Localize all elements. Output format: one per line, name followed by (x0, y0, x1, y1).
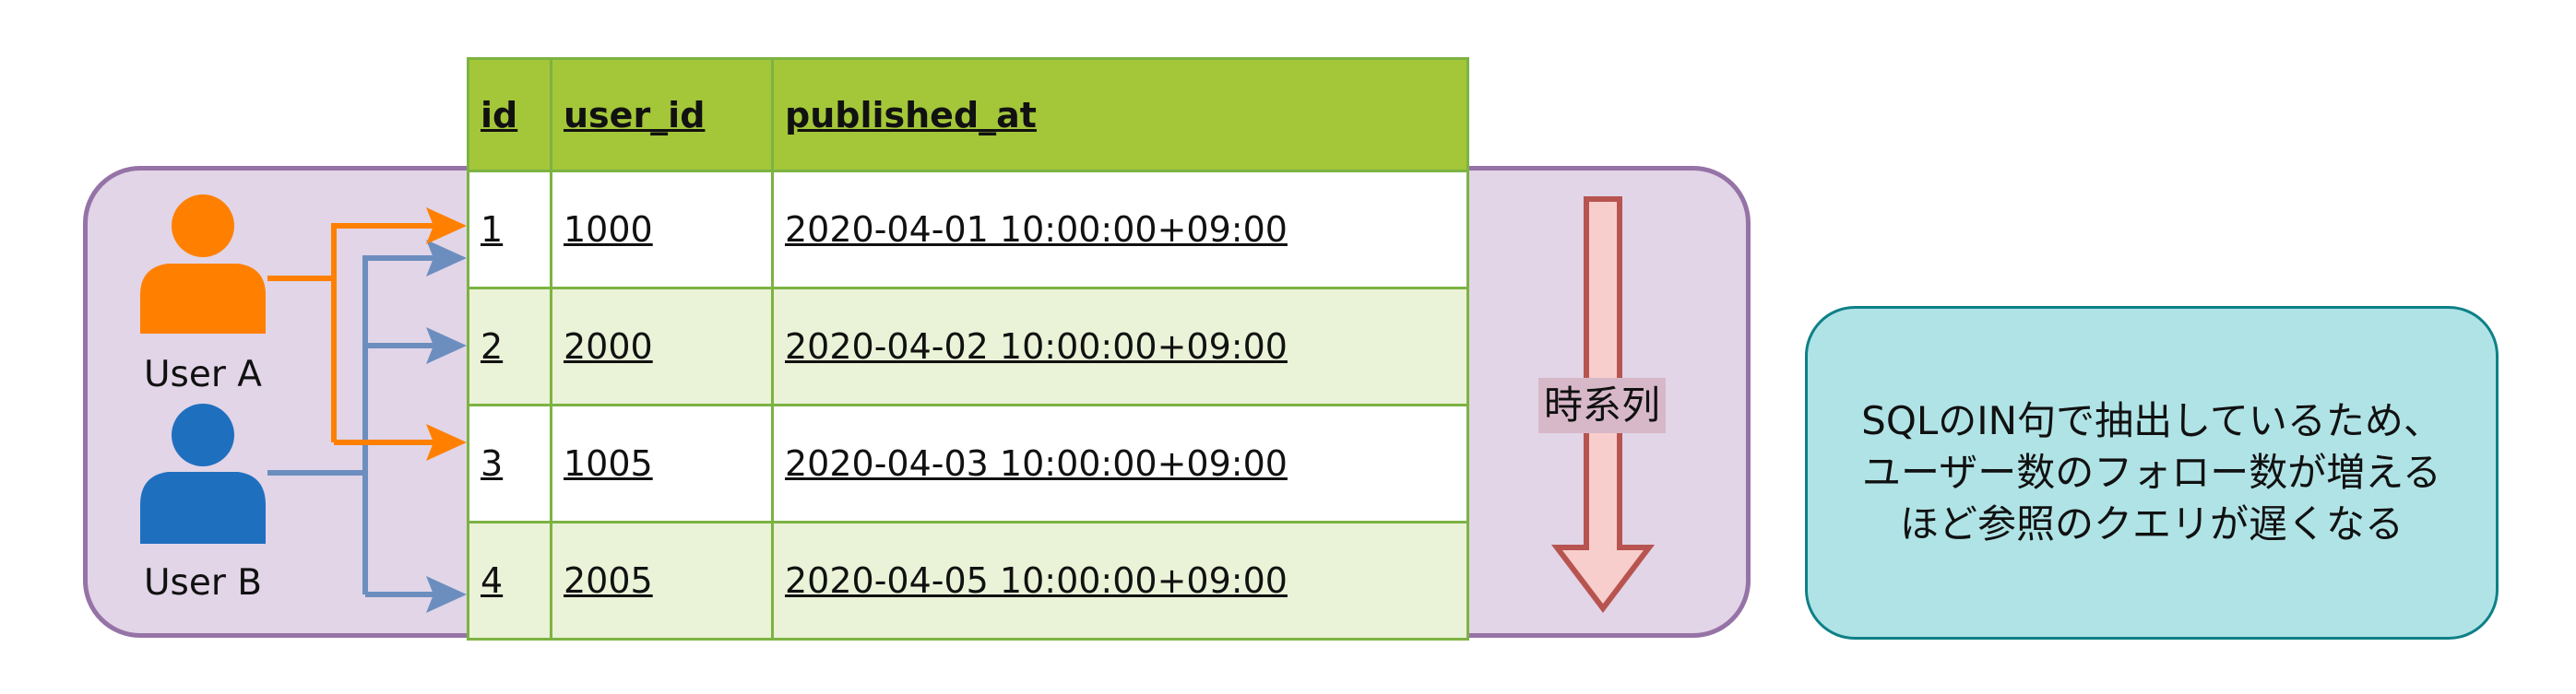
cell-id: 2 (467, 287, 552, 406)
note-line: ユーザー数のフォロー数が増える (1862, 450, 2441, 495)
user-b-icon (140, 404, 266, 544)
cell-user-id: 2005 (550, 521, 774, 641)
table-row: 2 2000 2020-04-02 10:00:00+09:00 (467, 287, 1469, 406)
column-header-user-id: user_id (550, 57, 774, 172)
column-header-published-at: published_at (771, 57, 1469, 172)
user-a-arrows (267, 223, 452, 445)
note-box: SQLのIN句で抽出しているため、 ユーザー数のフォロー数が増える ほど参照のク… (1805, 306, 2499, 640)
cell-id: 1 (467, 170, 552, 289)
note-line: SQLのIN句で抽出しているため、 (1861, 398, 2442, 443)
user-a-arrowheads (426, 207, 467, 461)
user-b-label: User B (143, 562, 263, 604)
note-text: SQLのIN句で抽出しているため、 ユーザー数のフォロー数が増える ほど参照のク… (1861, 395, 2442, 550)
cell-published-at: 2020-04-05 10:00:00+09:00 (771, 521, 1469, 641)
column-header-id: id (467, 57, 552, 172)
table-header-row: id user_id published_at (467, 57, 1469, 172)
time-series-label: 時系列 (1538, 378, 1667, 433)
note-line: ほど参照のクエリが遅くなる (1899, 501, 2404, 547)
cell-user-id: 2000 (550, 287, 774, 406)
cell-id: 4 (467, 521, 552, 641)
user-a-label: User A (144, 354, 262, 395)
user-a-icon (140, 194, 266, 334)
cell-user-id: 1000 (550, 170, 774, 289)
posts-table: id user_id published_at 1 1000 2020-04-0… (467, 57, 1469, 641)
user-b-arrows (267, 255, 452, 597)
cell-published-at: 2020-04-02 10:00:00+09:00 (771, 287, 1469, 406)
user-b-arrowheads (426, 240, 467, 613)
cell-id: 3 (467, 404, 552, 523)
cell-user-id: 1005 (550, 404, 774, 523)
cell-published-at: 2020-04-03 10:00:00+09:00 (771, 404, 1469, 523)
table-row: 1 1000 2020-04-01 10:00:00+09:00 (467, 170, 1469, 289)
cell-published-at: 2020-04-01 10:00:00+09:00 (771, 170, 1469, 289)
table-row: 3 1005 2020-04-03 10:00:00+09:00 (467, 404, 1469, 523)
table-row: 4 2005 2020-04-05 10:00:00+09:00 (467, 521, 1469, 641)
